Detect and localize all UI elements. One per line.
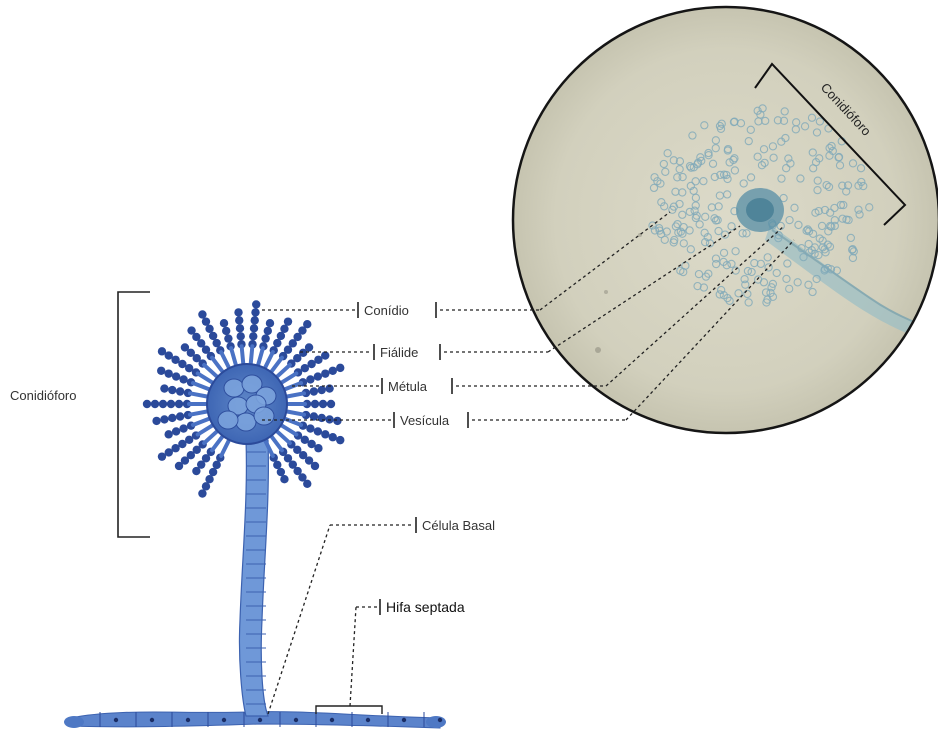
label-hifa-septada: Hifa septada [380, 599, 465, 615]
label-vesicula: Vesícula [394, 412, 468, 428]
label-conidio: Conídio [358, 302, 436, 318]
svg-text:Vesícula: Vesícula [400, 413, 450, 428]
micrograph: Conidióforo [513, 7, 938, 433]
stipe [239, 440, 268, 716]
svg-text:Conídio: Conídio [364, 303, 409, 318]
svg-text:Hifa septada: Hifa septada [386, 599, 465, 615]
svg-text:Célula Basal: Célula Basal [422, 518, 495, 533]
conidioforo-bracket [118, 292, 150, 537]
conidioforo-label: Conidióforo [10, 388, 77, 403]
svg-text:Fiálide: Fiálide [380, 345, 418, 360]
conidial-head [143, 300, 345, 497]
label-metula: Métula [382, 378, 452, 394]
svg-text:Métula: Métula [388, 379, 428, 394]
label-fialide: Fiálide [374, 344, 440, 360]
callout-labels: Conídio Fiálide Métula Vesícula Célula B… [358, 302, 495, 615]
label-celula-basal: Célula Basal [416, 517, 495, 533]
